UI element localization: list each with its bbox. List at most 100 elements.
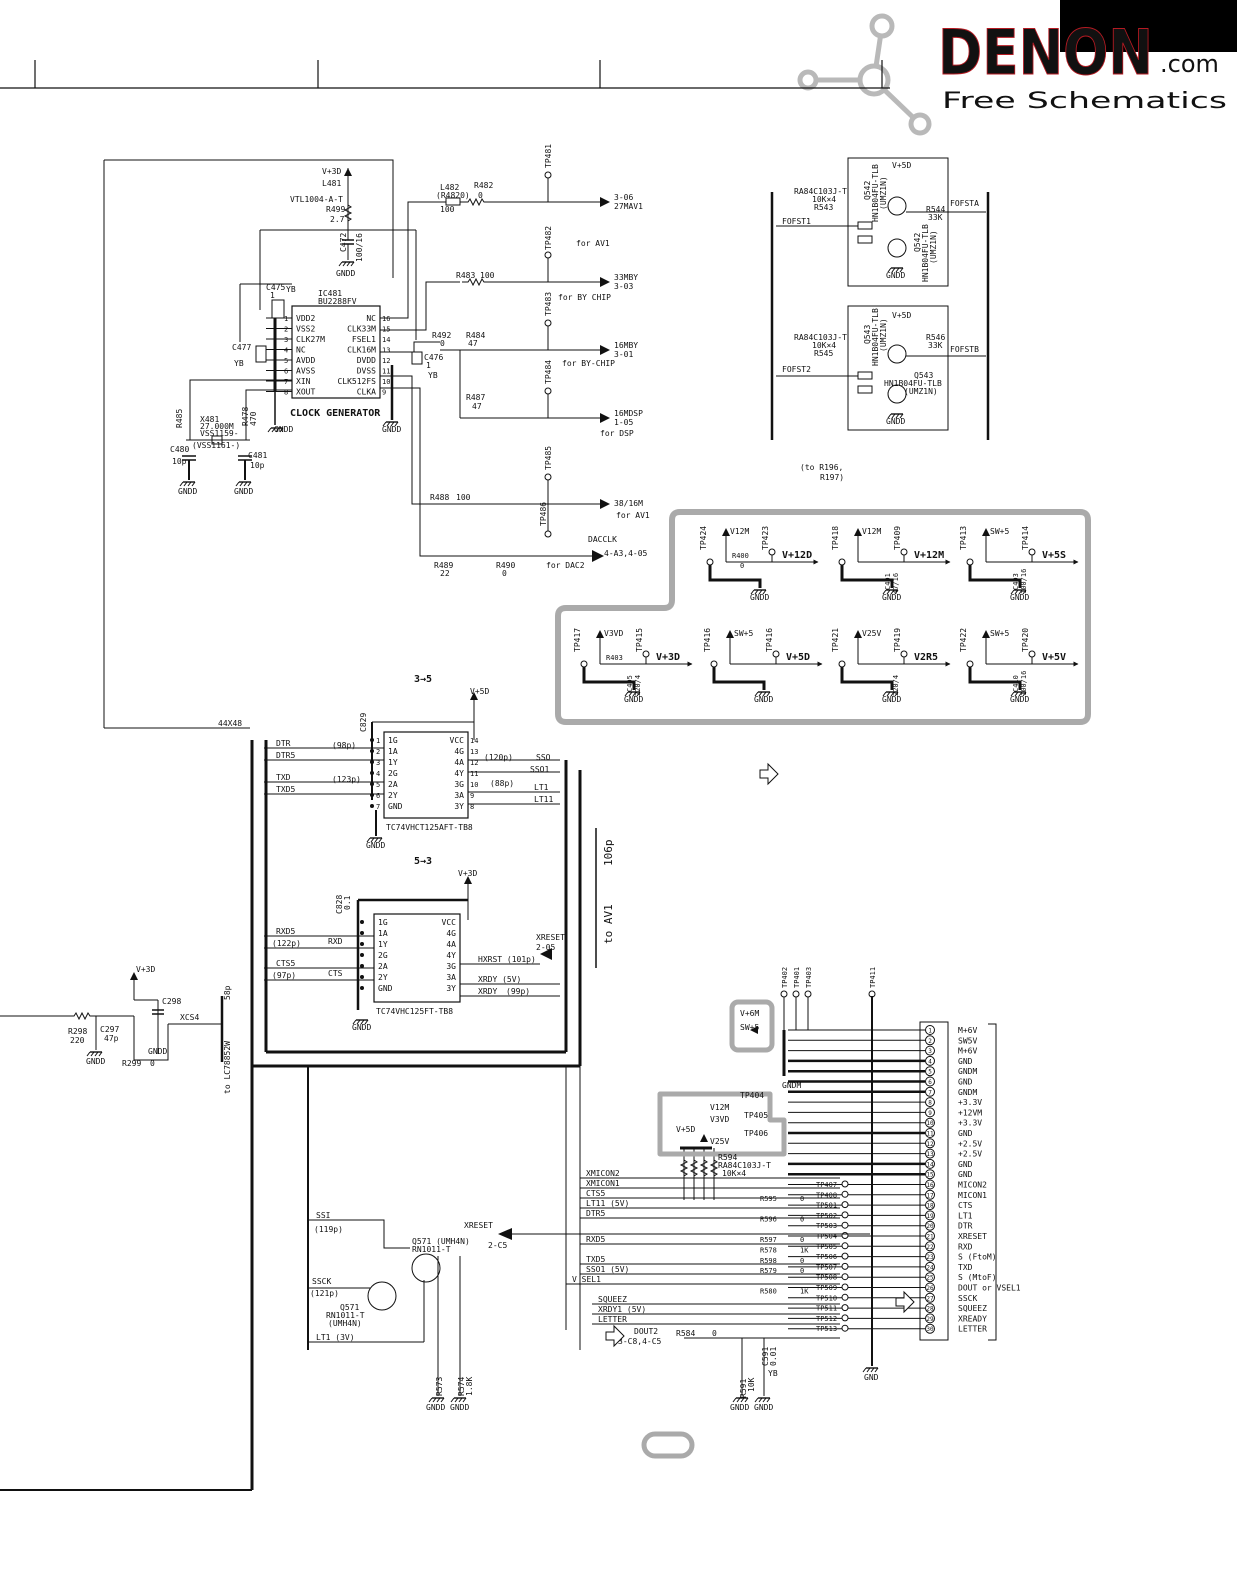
buf2-xreset-ref: 2-05 [536, 943, 555, 952]
buf-pin-num: 14 [470, 737, 478, 745]
conn-pin-num: 11 [926, 1131, 934, 1138]
fofst-vdd-1: V+5D [892, 161, 911, 170]
r489-value: 22 [440, 569, 450, 578]
l482-value: (R4820) [436, 191, 470, 200]
conn-pin-num: 20 [926, 1223, 934, 1230]
ic481-pin-label: AVDD [296, 356, 315, 365]
conn-pin-circle [925, 1200, 935, 1211]
out1-label: 27MAV1 [614, 202, 643, 211]
c480-value: 10p [172, 457, 187, 466]
q571-part: RN1011-T [412, 1245, 451, 1254]
vdd-label: V+3D [322, 167, 341, 176]
ic481-pin-label: DVDD [357, 356, 376, 365]
page-tab-marker [641, 1431, 695, 1459]
l482-label: L482 [440, 183, 459, 192]
ic481-pin-label: CLK27M [296, 335, 325, 344]
conn-pin-num: 15 [926, 1172, 934, 1179]
c477-yb: YB [234, 359, 244, 368]
buf-pin-label: 4A [446, 940, 456, 949]
power-rail-label: SW+5 [990, 629, 1009, 638]
conn-pin-circle [925, 1128, 935, 1138]
r545-label: R545 [814, 349, 833, 358]
bus-signal-label: LT11 (5V) [586, 1199, 629, 1208]
power-tp-a: TP416 [703, 628, 712, 652]
x481-label: X481 [200, 415, 219, 424]
power-tp-a: TP417 [573, 628, 582, 652]
c472-label: C472 [339, 233, 348, 252]
buf-pin-num: 10 [470, 781, 478, 789]
conn-pin-label: +3.3V [958, 1098, 982, 1107]
conn-res-val: 1K [800, 1247, 809, 1255]
power-cap-val: 220/4 [634, 675, 642, 696]
for-dsp-label: for DSP [600, 429, 634, 438]
bus-signal-label: SQUEEZ [598, 1295, 627, 1304]
conn-pin-num: 8 [928, 1100, 932, 1107]
conn-pin-num: 6 [928, 1079, 932, 1086]
conn-pin-num: 14 [926, 1161, 934, 1168]
ic481-pin-label: VDD2 [296, 314, 315, 323]
power-rail-label: V12M [862, 527, 881, 536]
for-by2-label: for BY-CHIP [562, 359, 615, 368]
power-gnd: GNDD [624, 695, 643, 704]
r485-label: R485 [175, 409, 184, 428]
hollow-arrow-icon-2 [895, 1290, 915, 1314]
ra-val-2: 10K×4 [812, 341, 836, 350]
c476-label: C476 [424, 353, 443, 362]
conn-pin-circle [925, 1241, 935, 1252]
power-tp-b: TP416 [765, 628, 774, 652]
conn-pin-num: 19 [926, 1213, 934, 1220]
conn-pin-label: GND [958, 1129, 973, 1138]
dout-ref: 3-C8,4-C5 [618, 1337, 662, 1346]
conn-tp-label: TP509 [816, 1284, 837, 1292]
bus-signal-label: CTS5 [586, 1189, 605, 1198]
ic481-pin-num: 2 [284, 326, 288, 334]
ra-val-1: 10K×4 [812, 195, 836, 204]
power-tp-a: TP422 [959, 628, 968, 652]
buf-pin-num: 8 [470, 803, 474, 811]
rxd-label: RXD [328, 937, 343, 946]
conn-pin-circle [925, 1055, 935, 1066]
buf-pin-label: 3Y [446, 984, 456, 993]
q543-ref-b: Q543 [914, 371, 933, 380]
r478-label: R478 [241, 407, 250, 426]
conn-res-label: R578 [760, 1247, 777, 1255]
sheet-frame [0, 60, 890, 89]
conn-pin-label: S (MtoF) [958, 1273, 997, 1282]
ic481-pin-label: XIN [296, 377, 311, 386]
r499-value: 2.7 [330, 215, 345, 224]
conn-tp-label: TP408 [816, 1191, 837, 1199]
conn-pin-label: DOUT or VSEL1 [958, 1284, 1021, 1293]
conn-pin-label: RXD [958, 1242, 973, 1251]
buf2-cap-value: 0.1 [343, 895, 352, 910]
q571b-label: Q571 [340, 1303, 359, 1312]
buf-pin-label: 3A [446, 973, 456, 982]
buf-pin-label: 4G [454, 747, 464, 756]
buf-pin-num: 1 [376, 737, 380, 745]
c481-value: 10p [250, 461, 265, 470]
r584-label: R584 [676, 1329, 695, 1338]
buf-pin-label: GND [378, 984, 393, 993]
buf-pin-label: 2Y [378, 973, 388, 982]
r591-value: 10K [747, 1377, 756, 1392]
buf-pin-num: 12 [470, 759, 478, 767]
to-lc-label: to LC78852W [223, 1041, 232, 1094]
r492-value: 0 [440, 339, 445, 348]
buf2-xreset: XRESET [536, 933, 565, 942]
ic481-pin-label: CLKA [357, 388, 376, 397]
q542-ref: Q542 [863, 181, 872, 200]
out2-ref: 3-03 [614, 282, 633, 291]
cts-label: CTS [328, 969, 343, 978]
r484-value: 47 [468, 339, 478, 348]
out3-ref: 3-01 [614, 350, 633, 359]
power-gnd: GNDD [750, 593, 769, 602]
buf-pin-dot [370, 760, 374, 764]
conn-res-val: 0 [800, 1195, 804, 1203]
conn-tp-label: TP513 [816, 1325, 837, 1333]
buf-pin-label: 1G [388, 736, 398, 745]
conn-pin-label: XRESET [958, 1232, 987, 1241]
ic481-pin-num: 11 [382, 368, 390, 376]
l481-label: L481 [322, 179, 341, 188]
q543-alt: (UMZ1N) [879, 318, 888, 352]
